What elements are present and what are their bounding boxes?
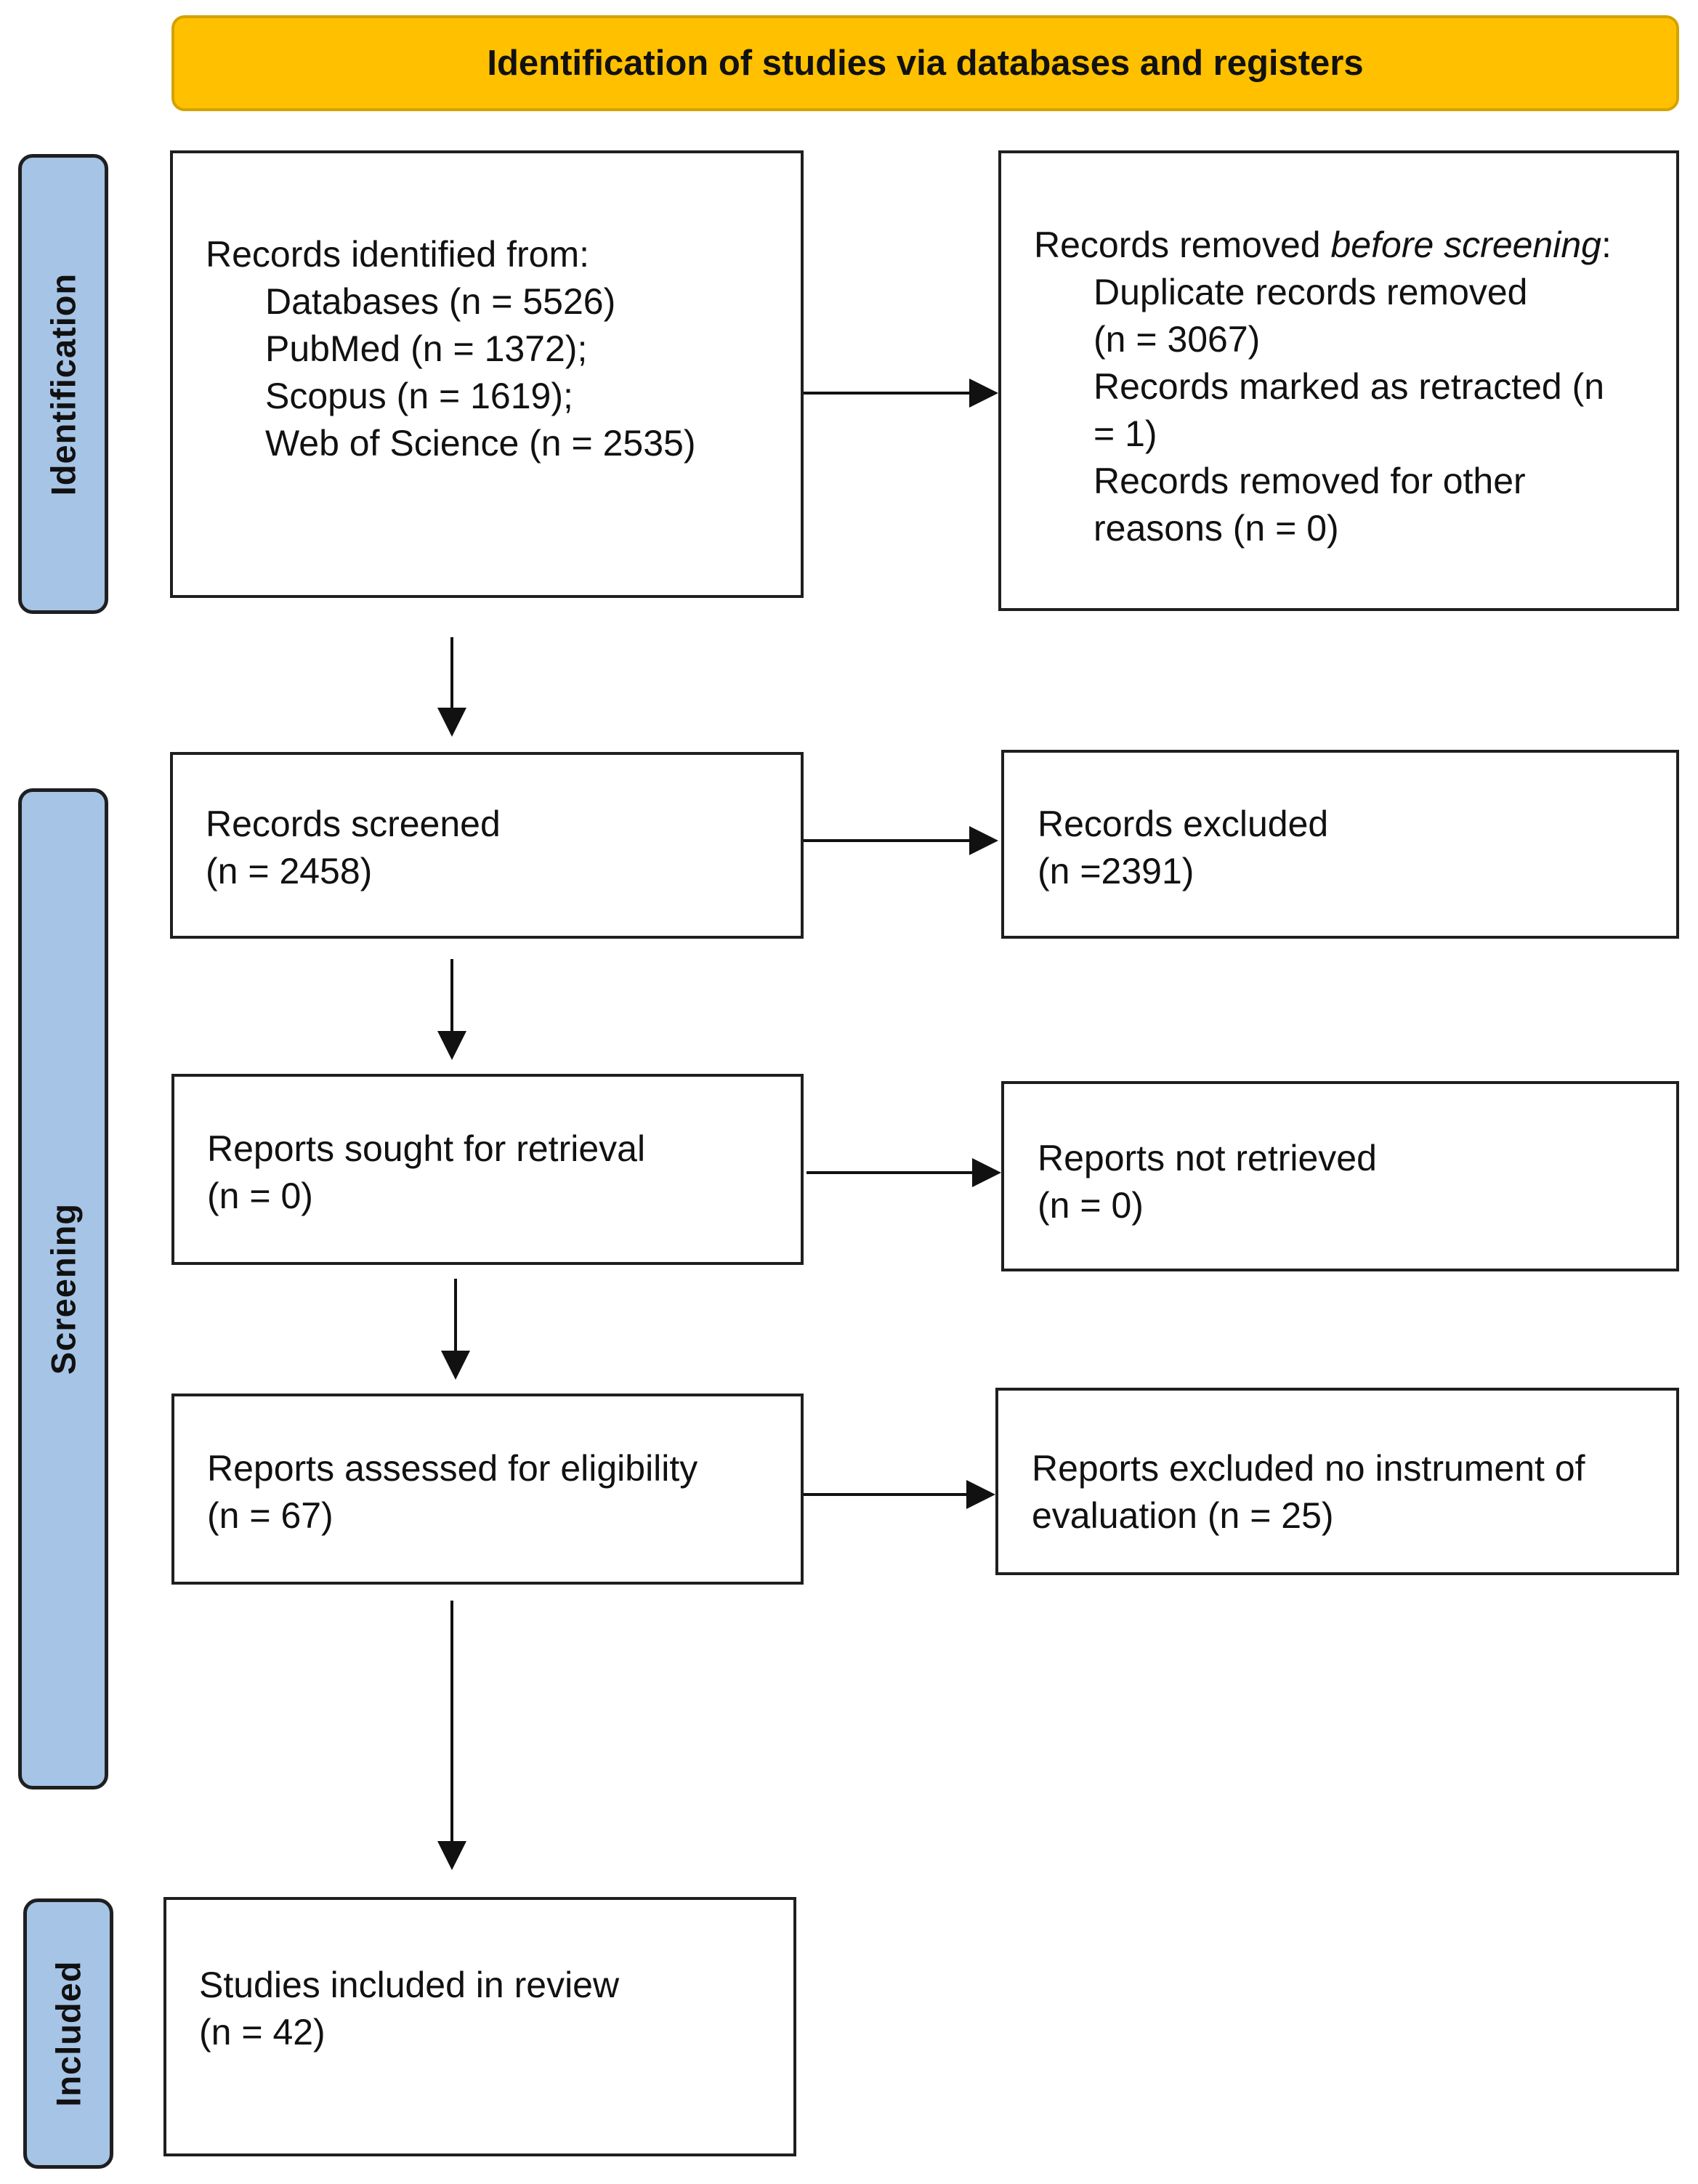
reports-excluded-title: Reports excluded no instrument of xyxy=(1032,1448,1585,1489)
reports-sought-count: (n = 0) xyxy=(207,1176,313,1216)
records-removed-box: Records removed before screening: Duplic… xyxy=(998,150,1679,611)
reports-excluded-count: evaluation (n = 25) xyxy=(1032,1495,1334,1536)
reports-not-retrieved-count: (n = 0) xyxy=(1038,1185,1144,1226)
reports-assessed-box: Reports assessed for eligibility (n = 67… xyxy=(171,1394,804,1585)
records-removed-line-2: (n = 3067) xyxy=(1093,319,1261,360)
records-removed-line-3: Records marked as retracted (n xyxy=(1093,366,1605,407)
reports-assessed-count: (n = 67) xyxy=(207,1495,333,1536)
header-title: Identification of studies via databases … xyxy=(487,44,1364,83)
reports-sought-title: Reports sought for retrieval xyxy=(207,1128,646,1169)
records-removed-line-1: Duplicate records removed xyxy=(1093,272,1528,312)
records-identified-pubmed: PubMed (n = 1372); xyxy=(265,328,588,369)
records-excluded-count: (n =2391) xyxy=(1038,851,1194,891)
records-removed-line-4: = 1) xyxy=(1093,413,1157,454)
records-removed-title-suffix: : xyxy=(1601,225,1612,265)
records-identified-scopus: Scopus (n = 1619); xyxy=(265,376,573,416)
records-removed-title-prefix: Records removed xyxy=(1034,225,1331,265)
records-removed-title-italic: before screening xyxy=(1330,225,1601,265)
header-banner: Identification of studies via databases … xyxy=(171,15,1679,111)
records-identified-wos: Web of Science (n = 2535) xyxy=(265,423,696,464)
records-excluded-title: Records excluded xyxy=(1038,804,1329,844)
phase-identification: Identification xyxy=(18,154,108,614)
records-excluded-box: Records excluded (n =2391) xyxy=(1001,750,1679,939)
records-identified-databases: Databases (n = 5526) xyxy=(265,281,616,322)
records-removed-title: Records removed before screening: xyxy=(1034,222,1676,269)
records-screened-title: Records screened xyxy=(206,804,501,844)
studies-included-box: Studies included in review (n = 42) xyxy=(163,1897,796,2156)
reports-not-retrieved-title: Reports not retrieved xyxy=(1038,1138,1377,1178)
records-identified-title: Records identified from: xyxy=(206,234,590,275)
records-removed-line-5: Records removed for other xyxy=(1093,461,1526,501)
studies-included-count: (n = 42) xyxy=(199,2012,326,2052)
studies-included-title: Studies included in review xyxy=(199,1965,620,2005)
records-removed-line-6: reasons (n = 0) xyxy=(1093,508,1339,549)
records-screened-count: (n = 2458) xyxy=(206,851,373,891)
phase-screening: Screening xyxy=(18,788,108,1789)
records-identified-box: Records identified from: Databases (n = … xyxy=(170,150,804,598)
records-screened-box: Records screened (n = 2458) xyxy=(170,752,804,939)
reports-sought-box: Reports sought for retrieval (n = 0) xyxy=(171,1074,804,1265)
phase-included: Included xyxy=(23,1898,113,2169)
reports-excluded-box: Reports excluded no instrument of evalua… xyxy=(995,1388,1679,1575)
reports-assessed-title: Reports assessed for eligibility xyxy=(207,1448,698,1489)
reports-not-retrieved-box: Reports not retrieved (n = 0) xyxy=(1001,1081,1679,1271)
